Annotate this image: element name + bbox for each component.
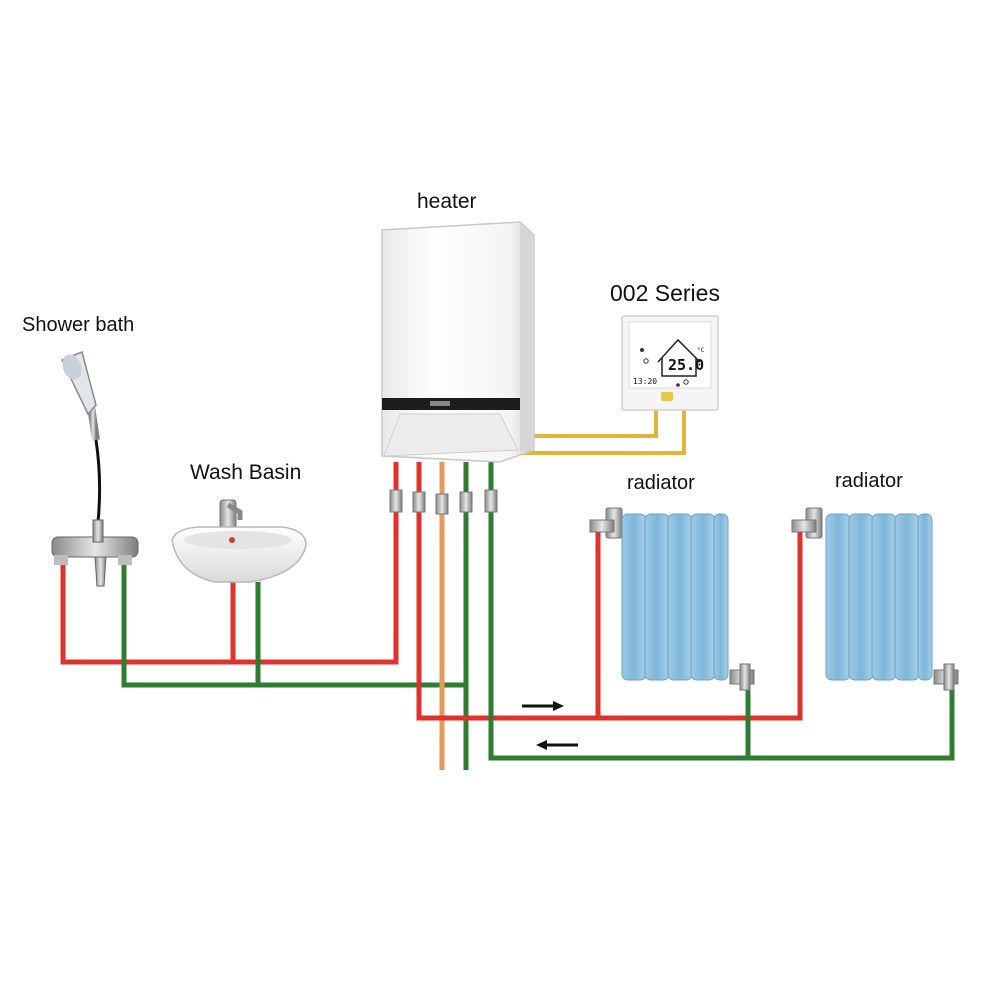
radiator-icon (589, 507, 755, 691)
wash-basin-label: Wash Basin (190, 461, 302, 484)
return-arrow-icon (536, 740, 578, 750)
shower-icon (51, 350, 139, 587)
heater-label: heater (417, 190, 477, 213)
thermostat-icon: 25.0 13:20 °C (621, 315, 719, 411)
shower-label: Shower bath (22, 314, 135, 336)
wash-basin-icon (171, 499, 307, 583)
thermostat-clock: 13:20 (633, 377, 657, 386)
thermostat-label: 002 Series (610, 280, 720, 306)
pipe-network (60, 410, 955, 770)
thermostat-unit: °C (697, 347, 705, 354)
control-wires (510, 410, 686, 455)
hot-water-pipe (60, 462, 399, 665)
radiator-label-1: radiator (627, 472, 695, 494)
heating-return-pipe (488, 462, 955, 761)
heating-flow-pipe (416, 462, 803, 721)
radiator-label-2: radiator (835, 470, 903, 492)
heater-icon (381, 221, 535, 515)
radiator-icon (791, 507, 959, 691)
thermostat-temperature: 25.0 (668, 356, 704, 374)
flow-arrow-icon (522, 701, 564, 711)
